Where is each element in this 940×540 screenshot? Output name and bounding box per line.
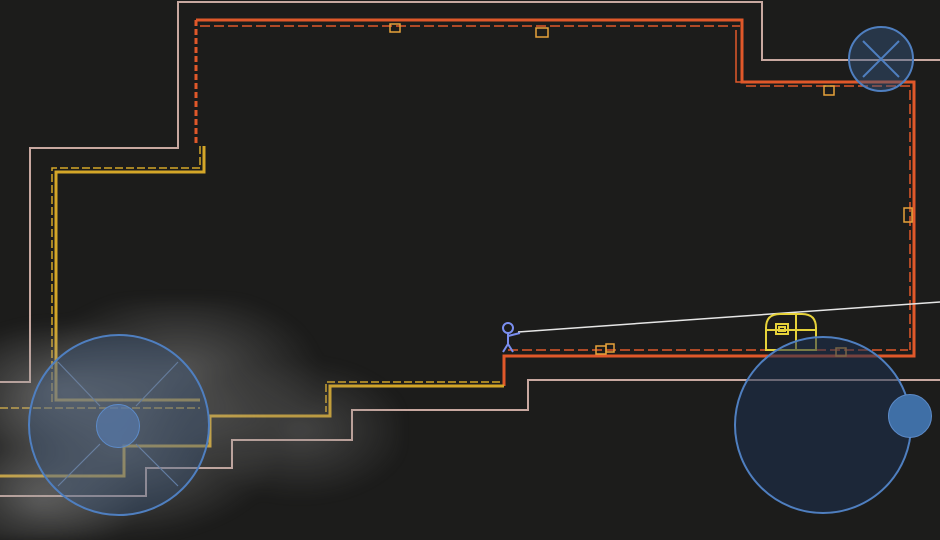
outer-boundary <box>0 1 940 383</box>
wall-blocks <box>389 23 913 357</box>
lit-wall <box>194 18 916 386</box>
virtual-joystick-right[interactable] <box>734 336 912 514</box>
close-button[interactable] <box>848 26 914 92</box>
close-x-icon <box>862 40 900 78</box>
joystick-left-knob[interactable] <box>96 404 140 448</box>
joystick-right-knob[interactable] <box>888 394 932 438</box>
stick-figure-icon[interactable] <box>502 322 521 353</box>
aim-line <box>517 301 940 333</box>
